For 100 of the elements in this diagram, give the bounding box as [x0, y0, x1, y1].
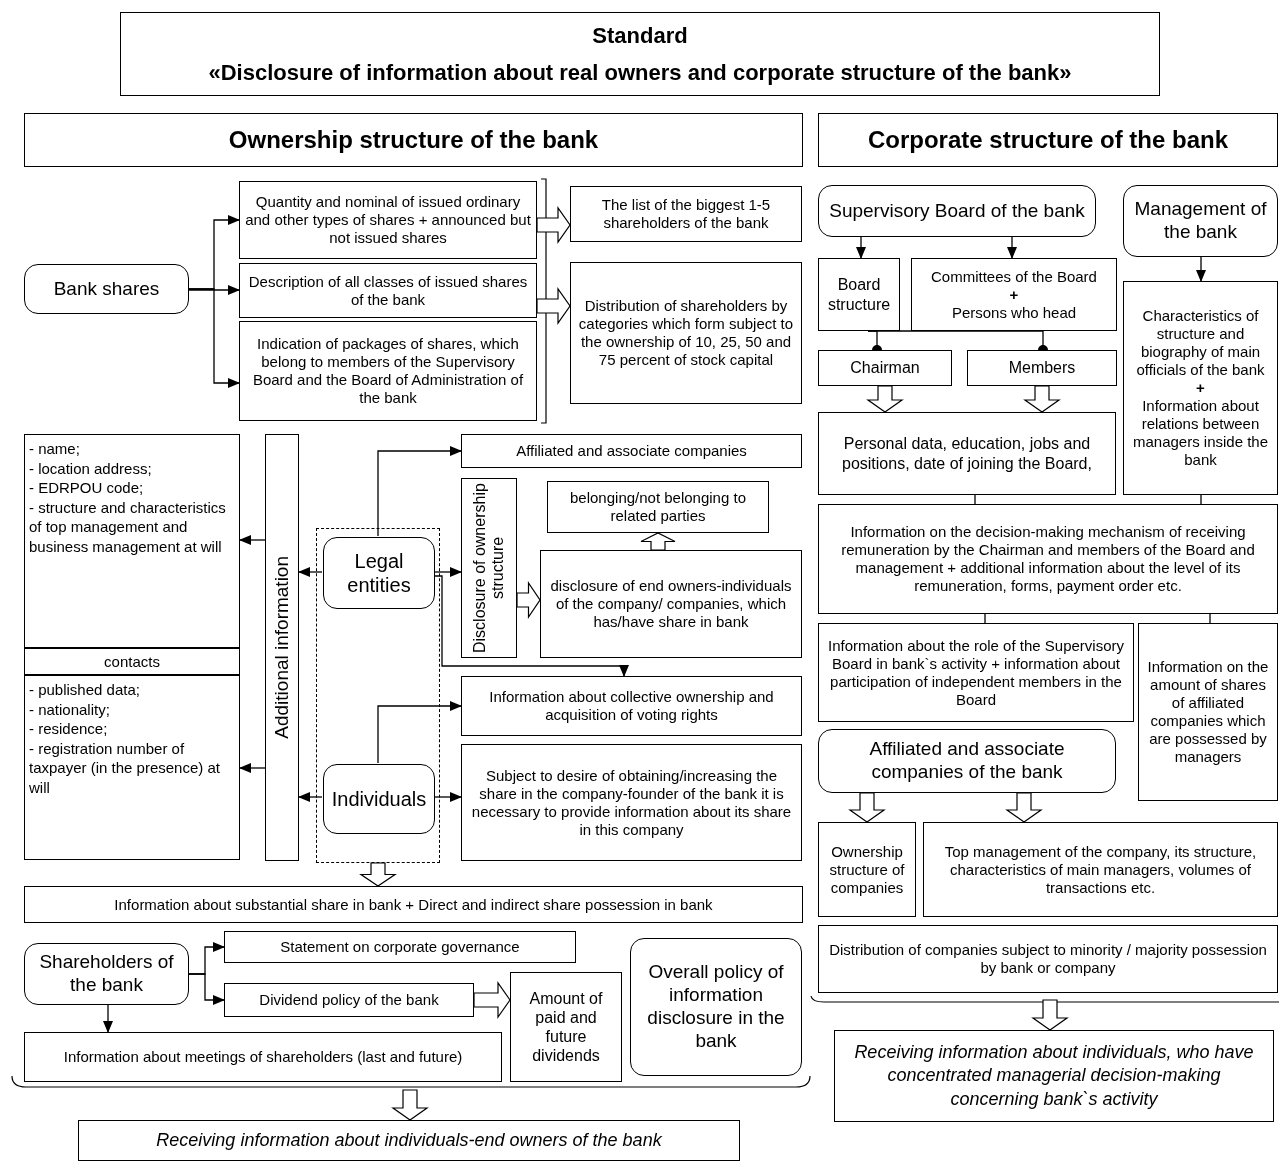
rounded-box — [323, 537, 435, 609]
connector-line — [1209, 613, 1211, 624]
block-arrow — [1031, 999, 1069, 1031]
rounded-box — [818, 729, 1116, 793]
node-text: Overall policy of information disclosure in the bank — [646, 961, 786, 1053]
arrow — [1007, 236, 1017, 259]
block-arrow — [1005, 792, 1043, 823]
arrow — [377, 446, 462, 537]
vertical-box — [265, 434, 299, 861]
process-box — [818, 623, 1134, 722]
rounded-box — [818, 185, 1096, 237]
node-text: disclosure of end owners-individuals of the company/ companies, which has/have share in bank — [549, 577, 793, 631]
node-text: Amount of paid and future dividends — [528, 988, 604, 1066]
process-box — [461, 434, 802, 468]
process-box — [510, 972, 622, 1082]
node-text: Receiving information about individuals-end owners of the bank — [156, 1128, 662, 1152]
block-arrow — [848, 792, 886, 823]
node-text: belonging/not belonging to related parties — [569, 489, 747, 525]
block-arrow — [536, 287, 571, 325]
connector-line — [974, 494, 976, 505]
node-text: - residence; — [29, 719, 109, 739]
node-text: Information on the amount of shares of affiliated companies which are possessed by managers — [1146, 658, 1270, 766]
arrow — [239, 763, 266, 773]
node-text: The list of the biggest 1-5 shareholders of the bank — [600, 196, 772, 232]
node-text: Affiliated and associate companies of the bank — [868, 738, 1066, 784]
result-box — [78, 1120, 740, 1161]
node-text: Description of all classes of issued shares of the bank — [247, 272, 529, 309]
process-box — [923, 822, 1278, 917]
rounded-box — [630, 938, 802, 1076]
rounded-box — [24, 943, 189, 1005]
title-text: Standard — [592, 22, 688, 50]
process-box — [818, 350, 952, 386]
arrow — [188, 285, 240, 295]
node-text: contacts — [104, 652, 160, 671]
node-text: Legal entities — [346, 549, 412, 597]
node-text: Information on the decision-making mechanism of receiving remuneration by the Chairman and members of the Board and management + additional information about the level of its remuneration, forms, payment order etc. — [840, 523, 1256, 595]
arrow — [1196, 256, 1206, 282]
node-text: Management of the bank — [1133, 198, 1268, 244]
process-box — [461, 676, 802, 736]
process-box — [461, 744, 802, 861]
arrow — [188, 288, 240, 388]
node-text: Statement on corporate governance — [280, 938, 520, 956]
block-arrow — [640, 532, 676, 551]
node-text: + — [1009, 285, 1019, 304]
result-box — [834, 1030, 1274, 1122]
node-text: Individuals — [331, 787, 427, 811]
title-box — [120, 12, 1160, 96]
process-box — [967, 350, 1117, 386]
rounded-box — [1123, 185, 1278, 257]
block-arrow — [1023, 385, 1061, 413]
process-box — [239, 321, 537, 421]
node-text: Information about the role of the Supervisory Board in bank`s activity + information about participation of independent members in the Board — [827, 636, 1125, 709]
node-text: Receiving information about individuals, who have concentrated managerial decision-making concerning bank`s activity — [853, 1040, 1255, 1111]
list-box — [24, 434, 240, 648]
process-box — [24, 1032, 502, 1082]
arrow — [103, 1004, 113, 1033]
node-text: Persons who head — [951, 303, 1077, 322]
node-text: Shareholders of the bank — [38, 951, 175, 997]
rounded-box — [24, 264, 189, 314]
node-text: Additional information — [271, 556, 293, 739]
process-box — [570, 262, 802, 404]
dashed-group — [316, 528, 440, 863]
arrow — [239, 535, 266, 545]
list-box — [24, 675, 240, 860]
process-box — [224, 983, 474, 1017]
block-arrow — [391, 1089, 429, 1121]
node-text: Committees of the Board — [931, 267, 1097, 286]
node-text: Ownership structure of the bank — [228, 125, 599, 155]
process-box — [24, 886, 803, 923]
node-text: - published data; — [29, 680, 141, 700]
block-arrow — [473, 981, 511, 1019]
process-box — [24, 648, 240, 675]
node-text: Information about relations between managers inside the bank — [1131, 397, 1270, 469]
node-text: Indication of packages of shares, which belong to members of the Supervisory Board and the Board of Administration of the bank — [251, 335, 525, 407]
arrow — [298, 792, 323, 802]
node-text: - EDRPOU code; — [29, 478, 145, 498]
arrow — [856, 236, 866, 259]
node-text: + — [1196, 379, 1205, 397]
block-arrow — [866, 385, 904, 413]
arrow — [377, 701, 462, 764]
block-arrow — [359, 862, 397, 887]
node-text: - name; — [29, 439, 81, 459]
process-box — [239, 263, 537, 318]
node-text: Chairman — [850, 358, 920, 378]
process-box — [1123, 281, 1278, 495]
rounded-box — [323, 764, 435, 834]
node-text: Distribution of shareholders by categories which form subject to the ownership of 10, 25, 50 and 75 percent of stock capital — [577, 297, 795, 369]
process-box — [540, 550, 802, 658]
process-box — [570, 186, 802, 242]
arrow — [433, 567, 462, 577]
node-text: Ownership structure of companies — [828, 842, 906, 897]
node-text: «Disclosure of information about real owners and corporate structure of the bank» — [208, 59, 1072, 87]
node-text: Disclosure of ownership structure — [470, 482, 507, 655]
process-box — [1138, 623, 1278, 801]
node-text: Personal data, education, jobs and positions, date of joining the Board, — [841, 434, 1093, 473]
section-header — [818, 113, 1278, 167]
node-text: Affiliated and associate companies — [516, 442, 747, 460]
node-text: Subject to desire of obtaining/increasing the share in the company-founder of the bank it is necessary to provide information about its share in this company — [470, 766, 793, 839]
node-text: Characteristics of structure and biography of main officials of the bank — [1135, 307, 1266, 379]
node-text: Quantity and nominal of issued ordinary and other types of shares + announced but not issued shares — [244, 193, 532, 247]
